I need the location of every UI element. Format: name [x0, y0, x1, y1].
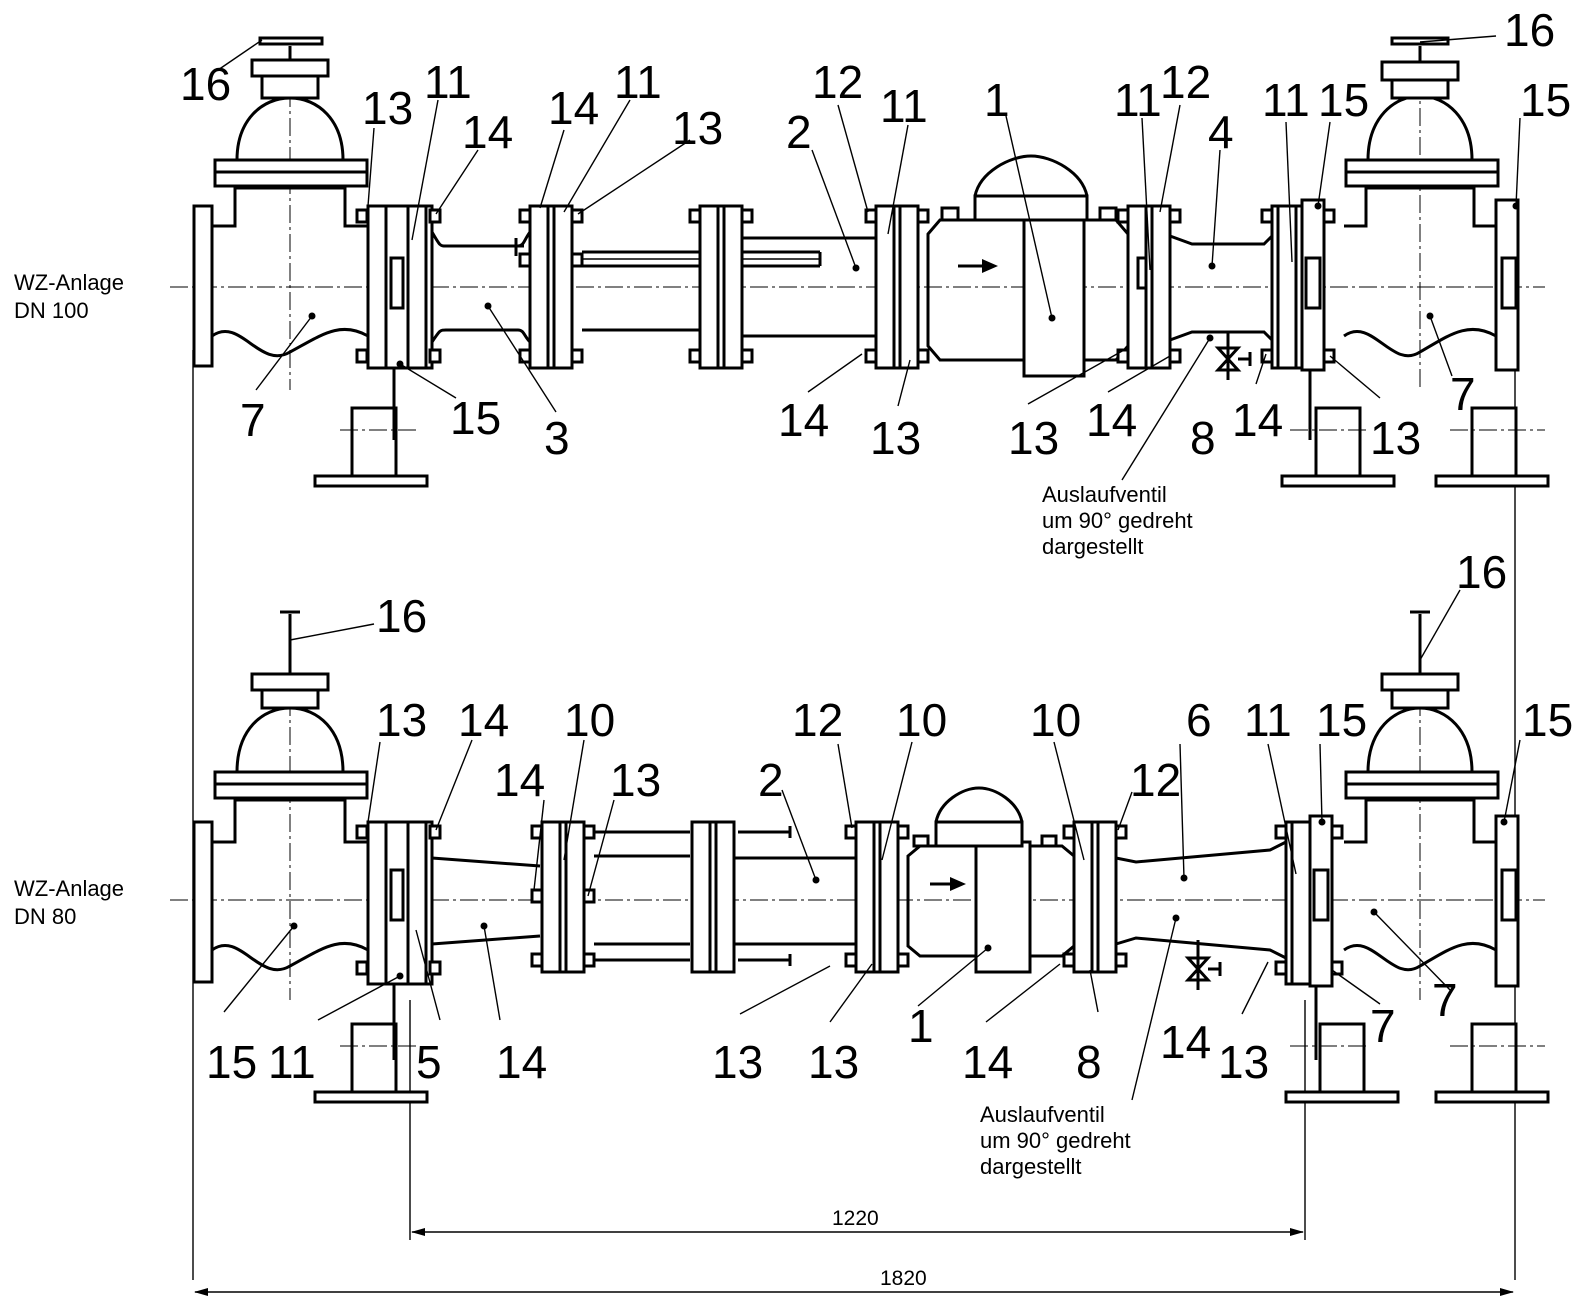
plant-title-dn80-line2: DN 80	[14, 904, 76, 929]
callout: 11	[614, 56, 662, 108]
callout: 13	[1008, 412, 1059, 464]
valve-note-dn100-line2: um 90° gedreht	[1042, 508, 1193, 533]
callout: 14	[778, 394, 829, 446]
callout: 13	[362, 82, 413, 134]
callout: 14	[462, 106, 513, 158]
callout: 14	[1232, 394, 1283, 446]
callout: 10	[564, 694, 615, 746]
plant-title-dn100-line1: WZ-Anlage	[14, 270, 124, 295]
callout: 12	[792, 694, 843, 746]
callout: 15	[1520, 74, 1571, 126]
callout: 13	[712, 1036, 763, 1088]
dimension-lines	[192, 350, 1516, 1296]
dimension-overall-length: 1820	[880, 1267, 927, 1290]
callout: 8	[1076, 1036, 1102, 1088]
callout: 2	[786, 106, 812, 158]
callout: 12	[1160, 56, 1211, 108]
callout: 10	[896, 694, 947, 746]
valve-note-dn100-line1: Auslaufventil	[1042, 482, 1167, 507]
callout: 7	[1432, 974, 1458, 1026]
callout: 12	[812, 56, 863, 108]
callout: 7	[240, 394, 266, 446]
callout: 13	[1218, 1036, 1269, 1088]
assembly-dn80	[170, 589, 1550, 1104]
callout: 15	[1522, 694, 1573, 746]
valve-note-dn100-line3: dargestellt	[1042, 534, 1144, 559]
callouts-dn100: 16 13 11 14 14 11 13 12 11 2 1 11 12 4 1…	[180, 4, 1571, 464]
callout: 11	[1262, 74, 1310, 126]
callout: 11	[1114, 74, 1162, 126]
callout: 15	[1318, 74, 1369, 126]
plant-title-dn100-line2: DN 100	[14, 298, 89, 323]
callouts-dn80: 16 13 14 10 14 13 2 12 10 10 12 6 11 15 …	[206, 546, 1573, 1088]
callout: 14	[962, 1036, 1013, 1088]
callout: 11	[424, 56, 472, 108]
callout: 11	[268, 1036, 316, 1088]
plant-title-dn80-line1: WZ-Anlage	[14, 876, 124, 901]
callout: 13	[1370, 412, 1421, 464]
callout: 13	[610, 754, 661, 806]
callout: 1	[984, 74, 1010, 126]
callout: 7	[1450, 368, 1476, 420]
callout: 2	[758, 754, 784, 806]
callout: 14	[496, 1036, 547, 1088]
callout: 16	[376, 590, 427, 642]
callout: 14	[548, 82, 599, 134]
callout: 3	[544, 412, 570, 464]
callout: 15	[206, 1036, 257, 1088]
callout: 11	[1244, 694, 1292, 746]
callout: 15	[1316, 694, 1367, 746]
callout: 8	[1190, 412, 1216, 464]
callout: 15	[450, 392, 501, 444]
callout: 10	[1030, 694, 1081, 746]
callout: 1	[908, 1000, 934, 1052]
callout: 16	[1456, 546, 1507, 598]
valve-note-dn80-line3: dargestellt	[980, 1154, 1082, 1179]
callout: 11	[880, 80, 928, 132]
dimension-inner-length: 1220	[832, 1207, 879, 1230]
callout: 7	[1370, 1000, 1396, 1052]
callout: 13	[672, 102, 723, 154]
callout: 14	[1086, 394, 1137, 446]
callout: 14	[494, 754, 545, 806]
callout: 12	[1130, 754, 1181, 806]
assembly-dn100	[170, 35, 1550, 488]
valve-note-dn80-line1: Auslaufventil	[980, 1102, 1105, 1127]
callout: 14	[458, 694, 509, 746]
callout: 13	[376, 694, 427, 746]
callout: 4	[1208, 106, 1234, 158]
callout: 16	[180, 58, 231, 110]
valve-note-dn80-line2: um 90° gedreht	[980, 1128, 1131, 1153]
callout: 6	[1186, 694, 1212, 746]
callout: 5	[416, 1036, 442, 1088]
callout: 14	[1160, 1016, 1211, 1068]
callout: 13	[870, 412, 921, 464]
callout: 13	[808, 1036, 859, 1088]
callout: 16	[1504, 4, 1555, 56]
